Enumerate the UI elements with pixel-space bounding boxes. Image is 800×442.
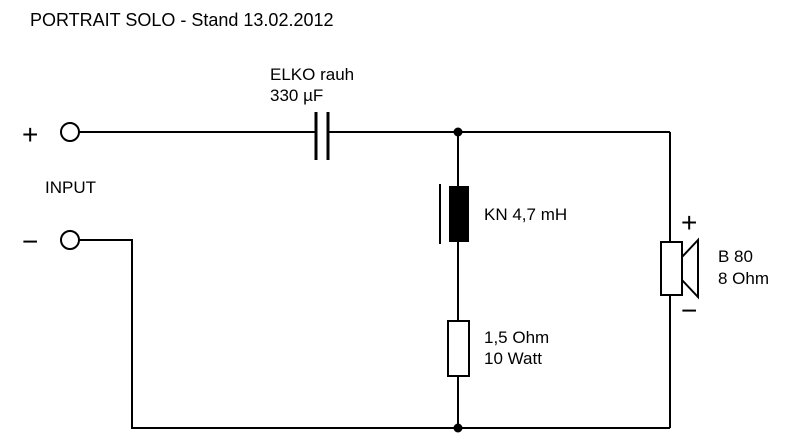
resistor-label-watt: 10 Watt (484, 349, 542, 368)
inductor-symbol (439, 184, 469, 244)
speaker-label-impedance: 8 Ohm (718, 269, 769, 288)
speaker-label-model: B 80 (718, 247, 753, 266)
resistor-label-ohm: 1,5 Ohm (484, 328, 549, 347)
input-minus-terminal (60, 230, 80, 250)
speaker-icon (660, 237, 699, 300)
capacitor-label-name: ELKO rauh (270, 65, 354, 84)
capacitor-label-value: 330 µF (270, 86, 323, 105)
input-plus-terminal (60, 122, 80, 142)
inductor-label: KN 4,7 mH (484, 205, 567, 224)
speaker-minus-sign: − (681, 295, 697, 326)
input-label: INPUT (45, 178, 96, 197)
page-title: PORTRAIT SOLO - Stand 13.02.2012 (30, 10, 334, 30)
capacitor-symbol (314, 112, 330, 160)
bottom-wire (79, 239, 670, 429)
input-plus-sign: + (22, 119, 38, 150)
input-minus-sign: − (22, 226, 38, 257)
speaker-plus-sign: + (681, 207, 697, 238)
resistor-symbol (447, 320, 470, 377)
